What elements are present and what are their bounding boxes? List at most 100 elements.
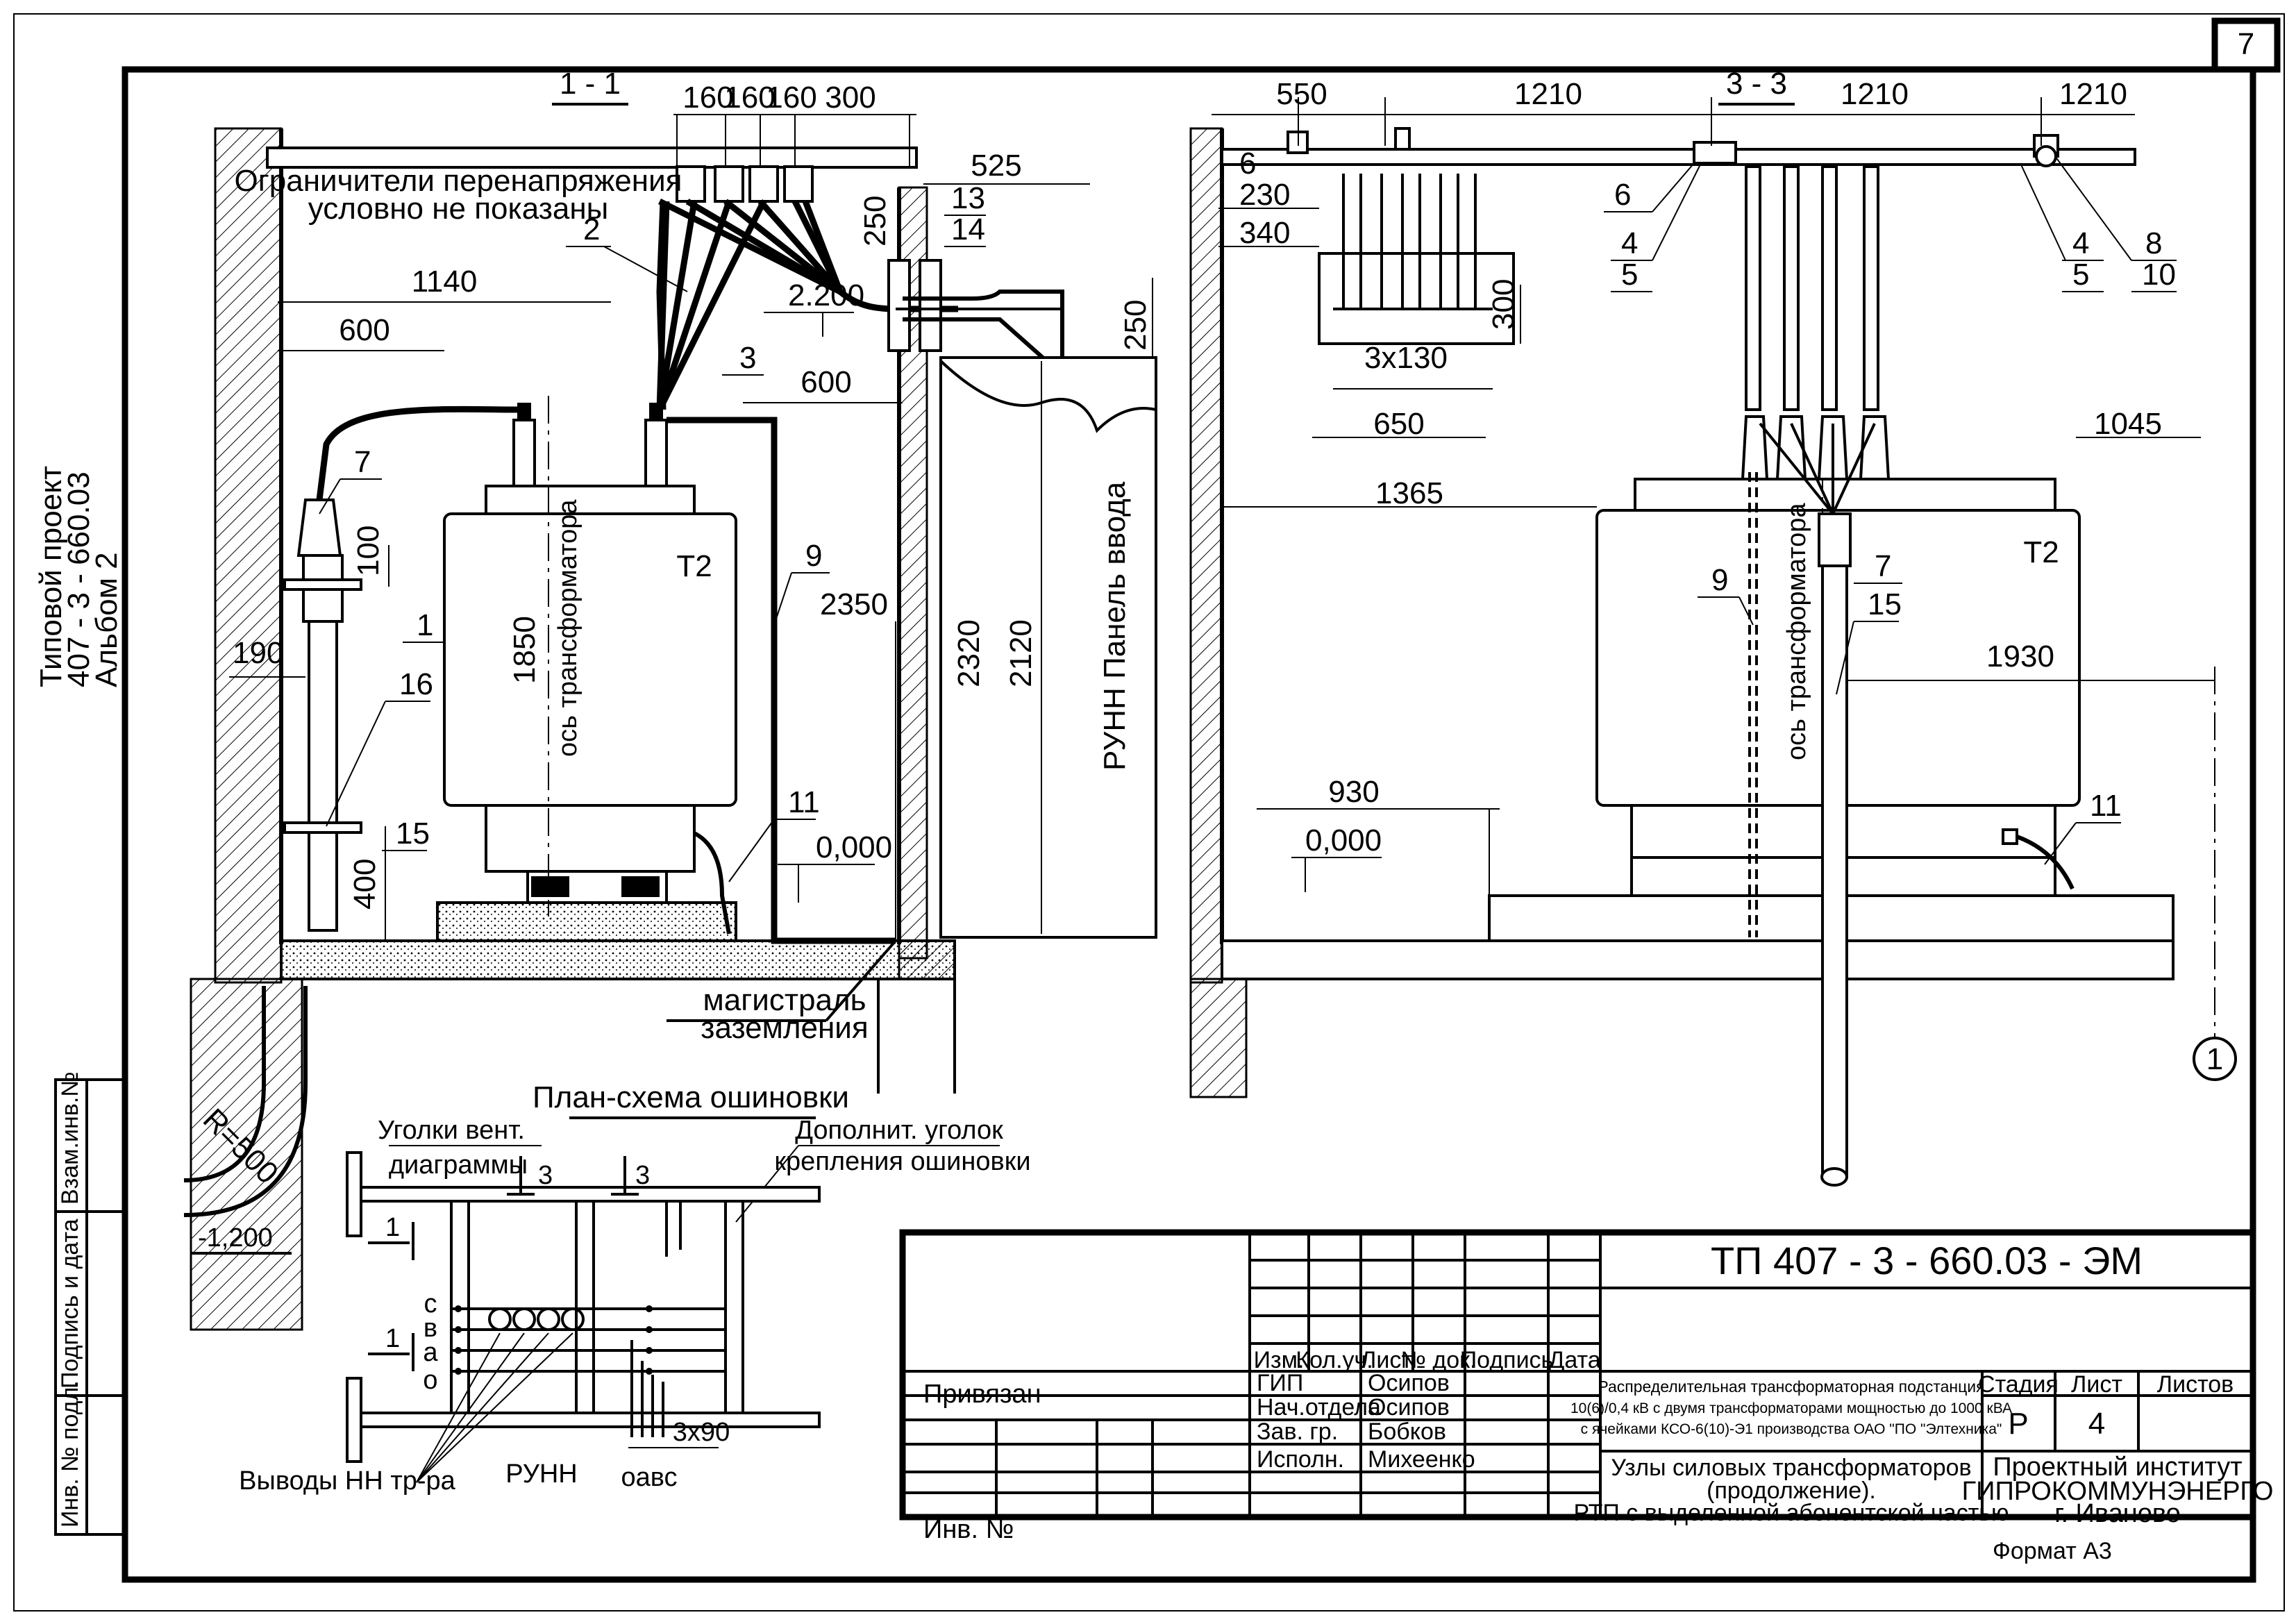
section-3-3: 3 - 3 Т2 ось трансформатора bbox=[1189, 67, 2237, 1187]
section-1-1-title: 1 - 1 bbox=[560, 67, 621, 101]
cut-1-b: 1 bbox=[385, 1324, 400, 1353]
dim-160-c: 160 bbox=[766, 81, 816, 115]
org-line-3: г. Иваново bbox=[2054, 1499, 2181, 1528]
dim-1365: 1365 bbox=[1375, 476, 1443, 510]
dim-550: 550 bbox=[1276, 77, 1327, 111]
dim-2350: 2350 bbox=[820, 587, 888, 621]
role-3: Исполн. bbox=[1257, 1446, 1344, 1473]
panel-label: РУНН Панель ввода bbox=[1098, 481, 1132, 771]
stamp-column-3: Инв. № подл. bbox=[57, 1380, 83, 1527]
dim-230: 230 bbox=[1239, 178, 1290, 212]
transformer-axis-label-right: ось трансформатора bbox=[1782, 503, 1811, 760]
hdr-doc: № док. bbox=[1401, 1347, 1477, 1373]
pos-15-right: 15 bbox=[1868, 587, 1902, 621]
busbar-cables bbox=[656, 165, 958, 412]
pos-15: 15 bbox=[396, 817, 430, 851]
role-0: ГИП bbox=[1257, 1370, 1303, 1396]
busbar-note-right-1: Дополнит. уголок bbox=[795, 1116, 1003, 1145]
name-2: Бобков bbox=[1368, 1418, 1446, 1445]
dim-100: 100 bbox=[351, 526, 385, 576]
dim-160-a: 160 bbox=[682, 81, 733, 115]
pos-9: 9 bbox=[805, 539, 822, 573]
stamp-column-2: Подпись и дата bbox=[57, 1219, 83, 1389]
phase-a: а bbox=[423, 1338, 438, 1367]
level-minus-1200: -1,200 bbox=[198, 1223, 273, 1253]
busbar-plan: План-схема ошиновки Уголки вент. диаграм… bbox=[239, 1080, 1030, 1496]
pos-14: 14 bbox=[951, 212, 985, 246]
name-1: Осипов bbox=[1368, 1394, 1450, 1421]
inv-label: Инв. № bbox=[923, 1515, 1014, 1544]
section-1-1: 1 - 1 R=500 -1,200 bbox=[183, 67, 1157, 1331]
bottom-phases: оавс bbox=[621, 1463, 677, 1492]
section-3-3-title: 3 - 3 bbox=[1726, 67, 1787, 101]
pos-5-b: 5 bbox=[2072, 258, 2089, 292]
pos-4-b: 4 bbox=[2072, 226, 2089, 260]
pos-13: 13 bbox=[951, 181, 985, 215]
dim-1045: 1045 bbox=[2094, 407, 2162, 441]
sheet-title-line-2: (продолжение). bbox=[1707, 1477, 1876, 1504]
cut-1-a: 1 bbox=[385, 1213, 400, 1242]
dim-3x130: 3х130 bbox=[1364, 341, 1448, 375]
sheet-header: Лист bbox=[2071, 1371, 2122, 1398]
busbar-note-left-2: диаграммы bbox=[389, 1150, 528, 1180]
note-line-2: условно не показаны bbox=[308, 192, 609, 226]
note-line-1: Ограничители перенапряжения bbox=[235, 164, 682, 198]
pos-3: 3 bbox=[739, 341, 756, 375]
dim-600-b: 600 bbox=[801, 365, 851, 399]
dim-300-right: 300 bbox=[1486, 279, 1520, 330]
dim-650: 650 bbox=[1373, 407, 1424, 441]
dim-1210-b: 1210 bbox=[1841, 77, 1909, 111]
busbar-dim-3x90: 3х90 bbox=[673, 1418, 730, 1447]
sheet-title-line-3: РТП с выделенной абонентской частью bbox=[1574, 1500, 2009, 1526]
project-line-1: Распределительная трансформаторная подст… bbox=[1598, 1378, 1984, 1396]
pos-4-a: 4 bbox=[1621, 226, 1638, 260]
dim-600-a: 600 bbox=[339, 313, 389, 347]
hdr-date: Дата bbox=[1548, 1347, 1600, 1373]
transformer-label-t2-right: Т2 bbox=[2023, 535, 2059, 569]
mark-3-b: 3 bbox=[635, 1161, 650, 1190]
linked-label: Привязан bbox=[923, 1380, 1041, 1409]
drawing-code: ТП 407 - 3 - 660.03 - ЭМ bbox=[1711, 1239, 2143, 1282]
dim-250-wall: 250 bbox=[858, 196, 892, 246]
dim-190: 190 bbox=[233, 636, 283, 670]
dim-1850: 1850 bbox=[508, 616, 542, 684]
axis-marker-1: 1 bbox=[2206, 1042, 2223, 1076]
org-line-2: ГИПРОКОММУНЭНЕРГО bbox=[1962, 1477, 2274, 1506]
pos-10: 10 bbox=[2142, 258, 2176, 292]
dim-930: 930 bbox=[1328, 775, 1379, 809]
dim-1140: 1140 bbox=[412, 265, 478, 299]
stamp-line-2: 407 - 3 - 660.03 bbox=[62, 471, 96, 687]
dim-1210-a: 1210 bbox=[1514, 77, 1582, 111]
title-block: ТП 407 - 3 - 660.03 - ЭМ Изм. Кол.уч. Ли… bbox=[899, 1229, 2274, 1564]
sheet-value: 4 bbox=[2088, 1407, 2105, 1441]
project-line-2: 10(6)/0,4 кВ с двумя трансформаторами мо… bbox=[1570, 1400, 2012, 1416]
name-0: Осипов bbox=[1368, 1370, 1450, 1396]
busbar-note-left-1: Уголки вент. bbox=[378, 1116, 525, 1145]
project-line-3: с ячейками КСО-6(10)-Э1 производства ОАО… bbox=[1581, 1421, 2002, 1437]
label-runn: РУНН bbox=[505, 1459, 578, 1489]
dim-250-right: 250 bbox=[1118, 300, 1153, 351]
dim-2120: 2120 bbox=[1004, 619, 1038, 687]
sheet-title-line-1: Узлы силовых трансформаторов bbox=[1611, 1455, 1971, 1481]
dim-160-b: 160 bbox=[724, 81, 775, 115]
pos-9-right: 9 bbox=[1711, 563, 1728, 597]
dim-340: 340 bbox=[1239, 216, 1290, 250]
stamp-line-1: Типовой проект bbox=[34, 466, 68, 687]
stamp-line-3: Альбом 2 bbox=[90, 552, 124, 687]
dim-1930: 1930 bbox=[1986, 639, 2054, 673]
left-stamp-columns: Взам.инв.№ Подпись и дата Инв. № подл. bbox=[54, 1071, 126, 1536]
level-0000-right: 0,000 bbox=[1305, 823, 1382, 857]
name-3: Михеенко bbox=[1368, 1446, 1475, 1473]
pos-11: 11 bbox=[788, 785, 820, 819]
dim-300-top: 300 bbox=[825, 81, 875, 115]
transformer-axis-label-left: ось трансформатора bbox=[553, 499, 583, 757]
pos-1: 1 bbox=[417, 608, 433, 642]
sheet-frame: 7 bbox=[13, 13, 2285, 1612]
ground-label-line-2: заземления bbox=[701, 1011, 868, 1045]
pos-7-right: 7 bbox=[1875, 549, 1891, 583]
sheets-header: Листов bbox=[2157, 1371, 2234, 1398]
ground-label-line-1: магистраль bbox=[703, 983, 866, 1017]
role-2: Зав. гр. bbox=[1257, 1418, 1338, 1445]
busbar-note-right-2: крепления ошиновки bbox=[774, 1147, 1030, 1176]
